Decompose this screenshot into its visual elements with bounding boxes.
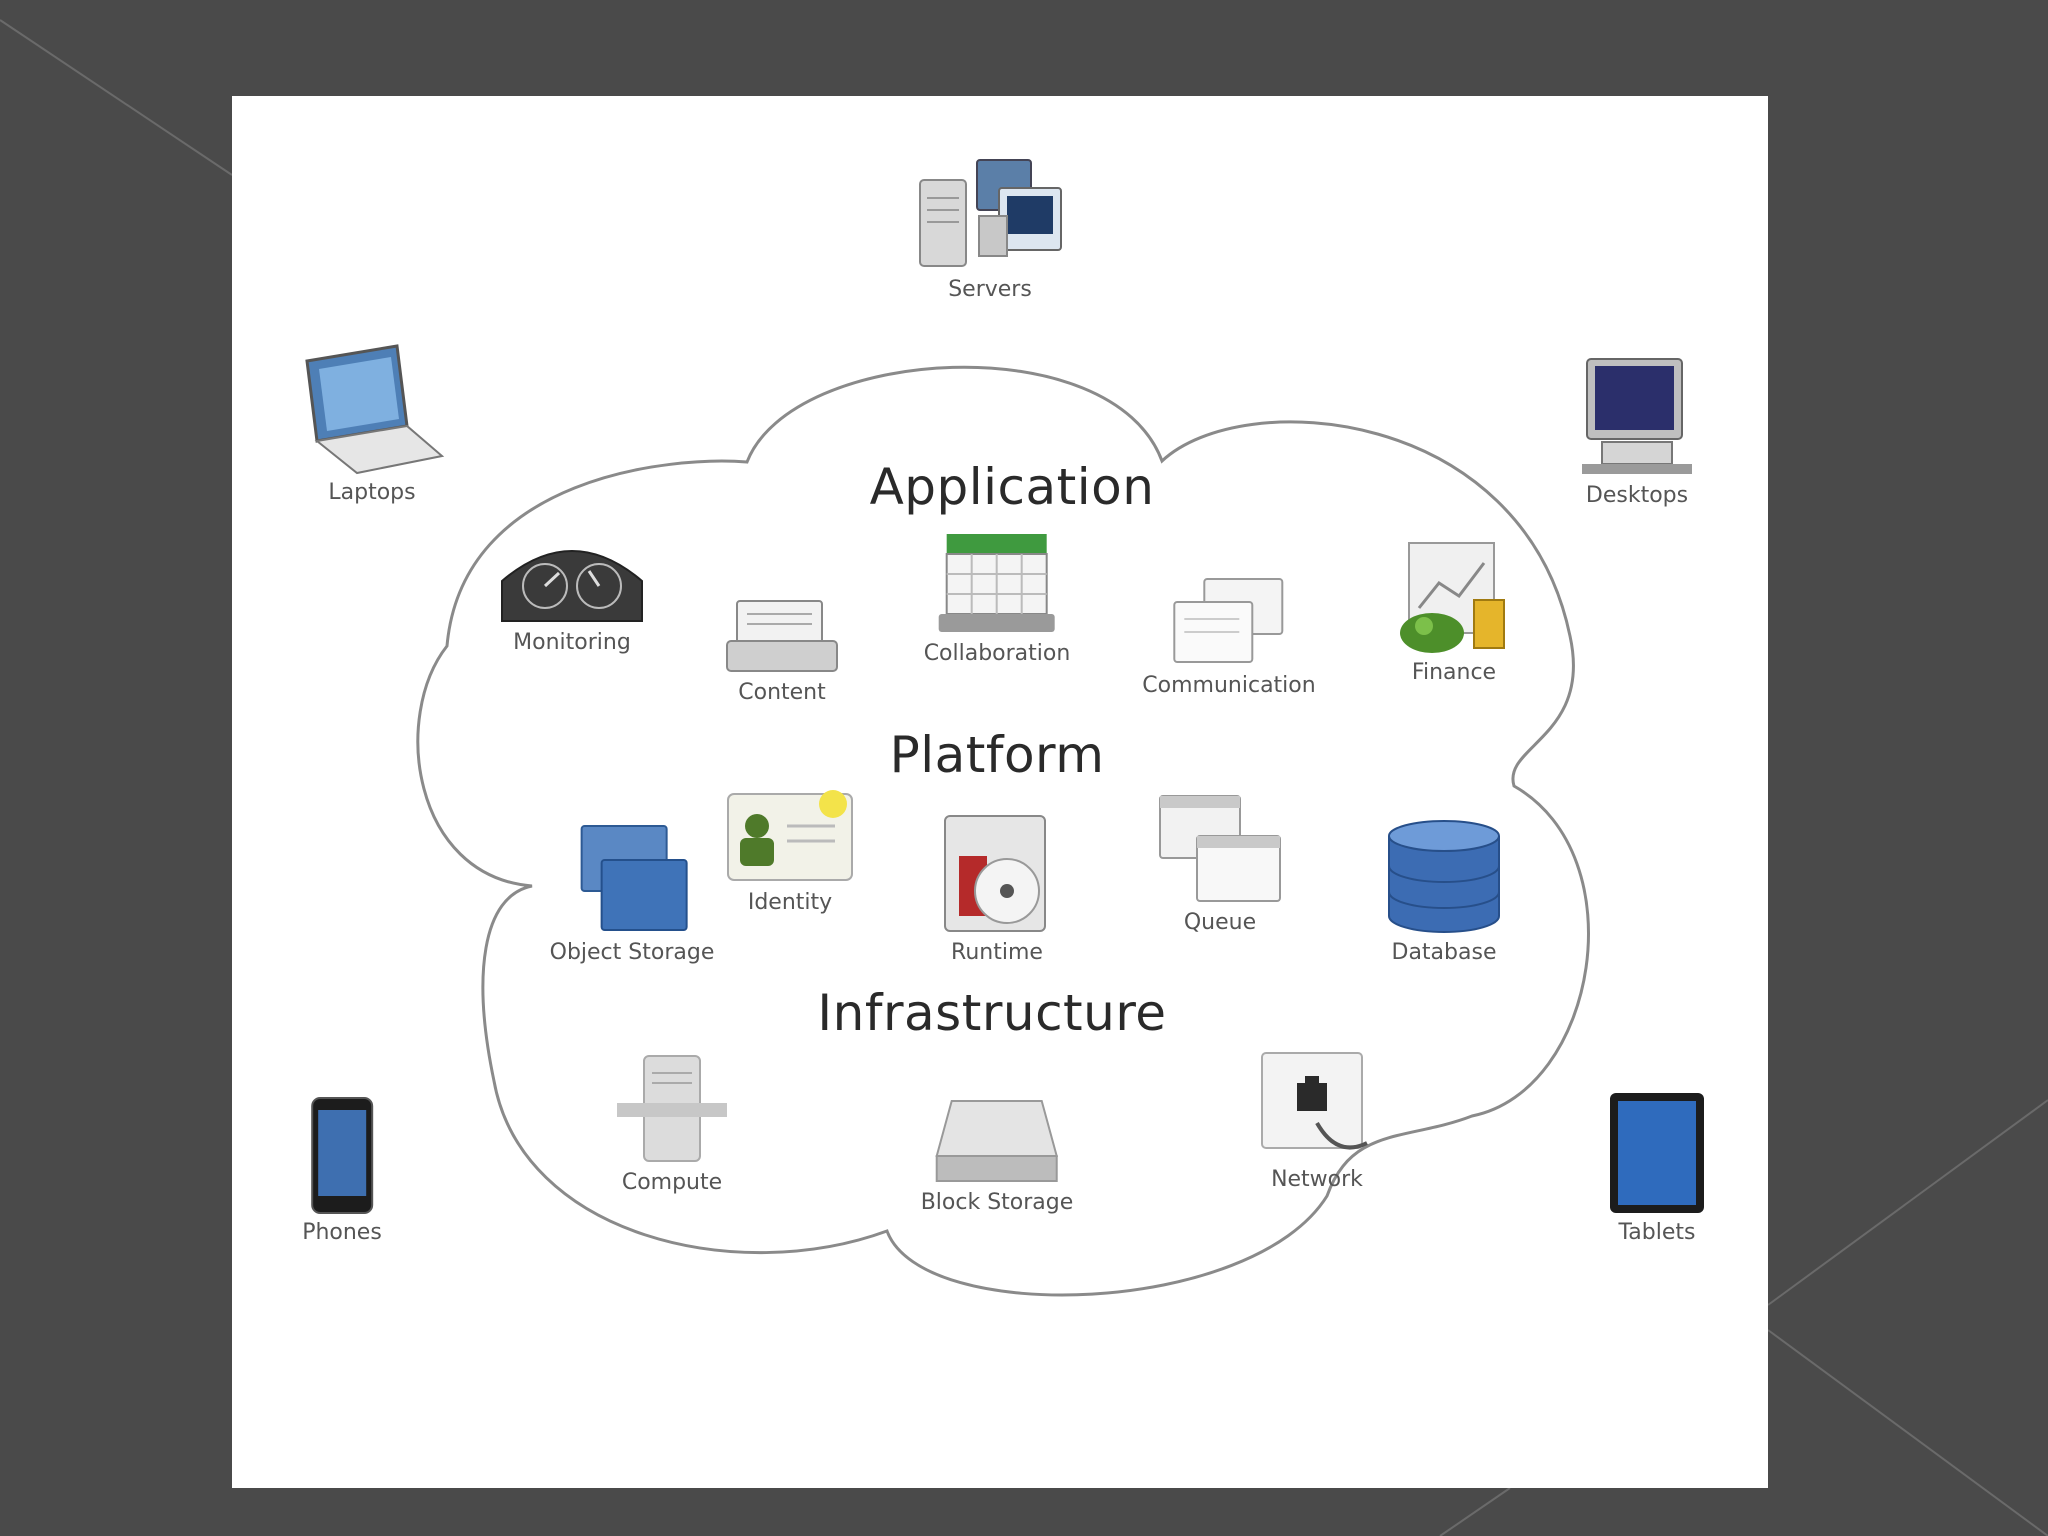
desktop-icon: [1582, 358, 1692, 474]
monitoring-label: Monitoring: [513, 630, 631, 655]
compute-node: Compute: [612, 1051, 732, 1195]
monitoring-node: Monitoring: [497, 531, 647, 655]
desktops-label: Desktops: [1585, 483, 1689, 508]
phone-icon: [311, 1097, 373, 1214]
tablets-label: Tablets: [1618, 1220, 1696, 1245]
runtime-node: Runtime: [937, 811, 1057, 965]
id-card-icon: [727, 790, 853, 881]
finance-node: Finance: [1394, 538, 1514, 685]
database-label: Database: [1391, 940, 1497, 965]
finance-icon: [1400, 542, 1505, 653]
block-storage-label: Block Storage: [920, 1190, 1074, 1215]
laptop-icon: [305, 344, 445, 475]
object-storage-label: Object Storage: [549, 940, 715, 965]
finance-label: Finance: [1411, 660, 1497, 685]
tablet-icon: [1610, 1093, 1704, 1213]
window-stack-icon: [1159, 795, 1281, 902]
queue-label: Queue: [1183, 910, 1257, 935]
network-label: Network: [1271, 1167, 1363, 1192]
software-box-icon: [944, 815, 1046, 932]
database-icon: [1388, 820, 1500, 933]
runtime-label: Runtime: [951, 940, 1043, 965]
identity-node: Identity: [725, 786, 855, 915]
tablets-node: Tablets: [1607, 1091, 1707, 1245]
cloud-computing-diagram: Application Platform Infrastructure Serv…: [232, 96, 1768, 1488]
laptops-label: Laptops: [328, 480, 416, 505]
desktops-node: Desktops: [1577, 354, 1697, 508]
laptops-node: Laptops: [297, 341, 447, 505]
hard-drive-icon: [935, 1100, 1059, 1182]
folder-stack-icon: [580, 825, 688, 931]
phones-label: Phones: [302, 1220, 382, 1245]
servers-label: Servers: [948, 277, 1032, 302]
application-heading: Application: [869, 458, 1155, 516]
communication-icon: [1173, 578, 1283, 663]
block-storage-node: Block Storage: [920, 1091, 1074, 1215]
communication-label: Communication: [1142, 673, 1316, 698]
platform-heading: Platform: [889, 726, 1105, 784]
phones-node: Phones: [302, 1096, 382, 1245]
collaboration-label: Collaboration: [923, 641, 1071, 666]
collaboration-node: Collaboration: [923, 532, 1071, 666]
content-label: Content: [738, 680, 826, 705]
network-node: Network: [1257, 1048, 1377, 1192]
infrastructure-heading: Infrastructure: [817, 984, 1167, 1042]
servers-node: Servers: [915, 158, 1065, 302]
content-node: Content: [722, 596, 842, 705]
server-tower-icon: [617, 1055, 727, 1162]
cloud-outline: [416, 365, 1590, 1297]
gauge-icon: [501, 550, 643, 622]
object-storage-node: Object Storage: [549, 818, 715, 965]
servers-icon: [919, 159, 1062, 267]
content-icon: [726, 600, 838, 672]
communication-node: Communication: [1142, 574, 1316, 698]
calendar-icon: [939, 534, 1055, 632]
database-node: Database: [1384, 818, 1504, 965]
network-port-icon: [1261, 1052, 1368, 1150]
compute-label: Compute: [621, 1170, 723, 1195]
identity-label: Identity: [747, 890, 833, 915]
queue-node: Queue: [1155, 791, 1285, 935]
